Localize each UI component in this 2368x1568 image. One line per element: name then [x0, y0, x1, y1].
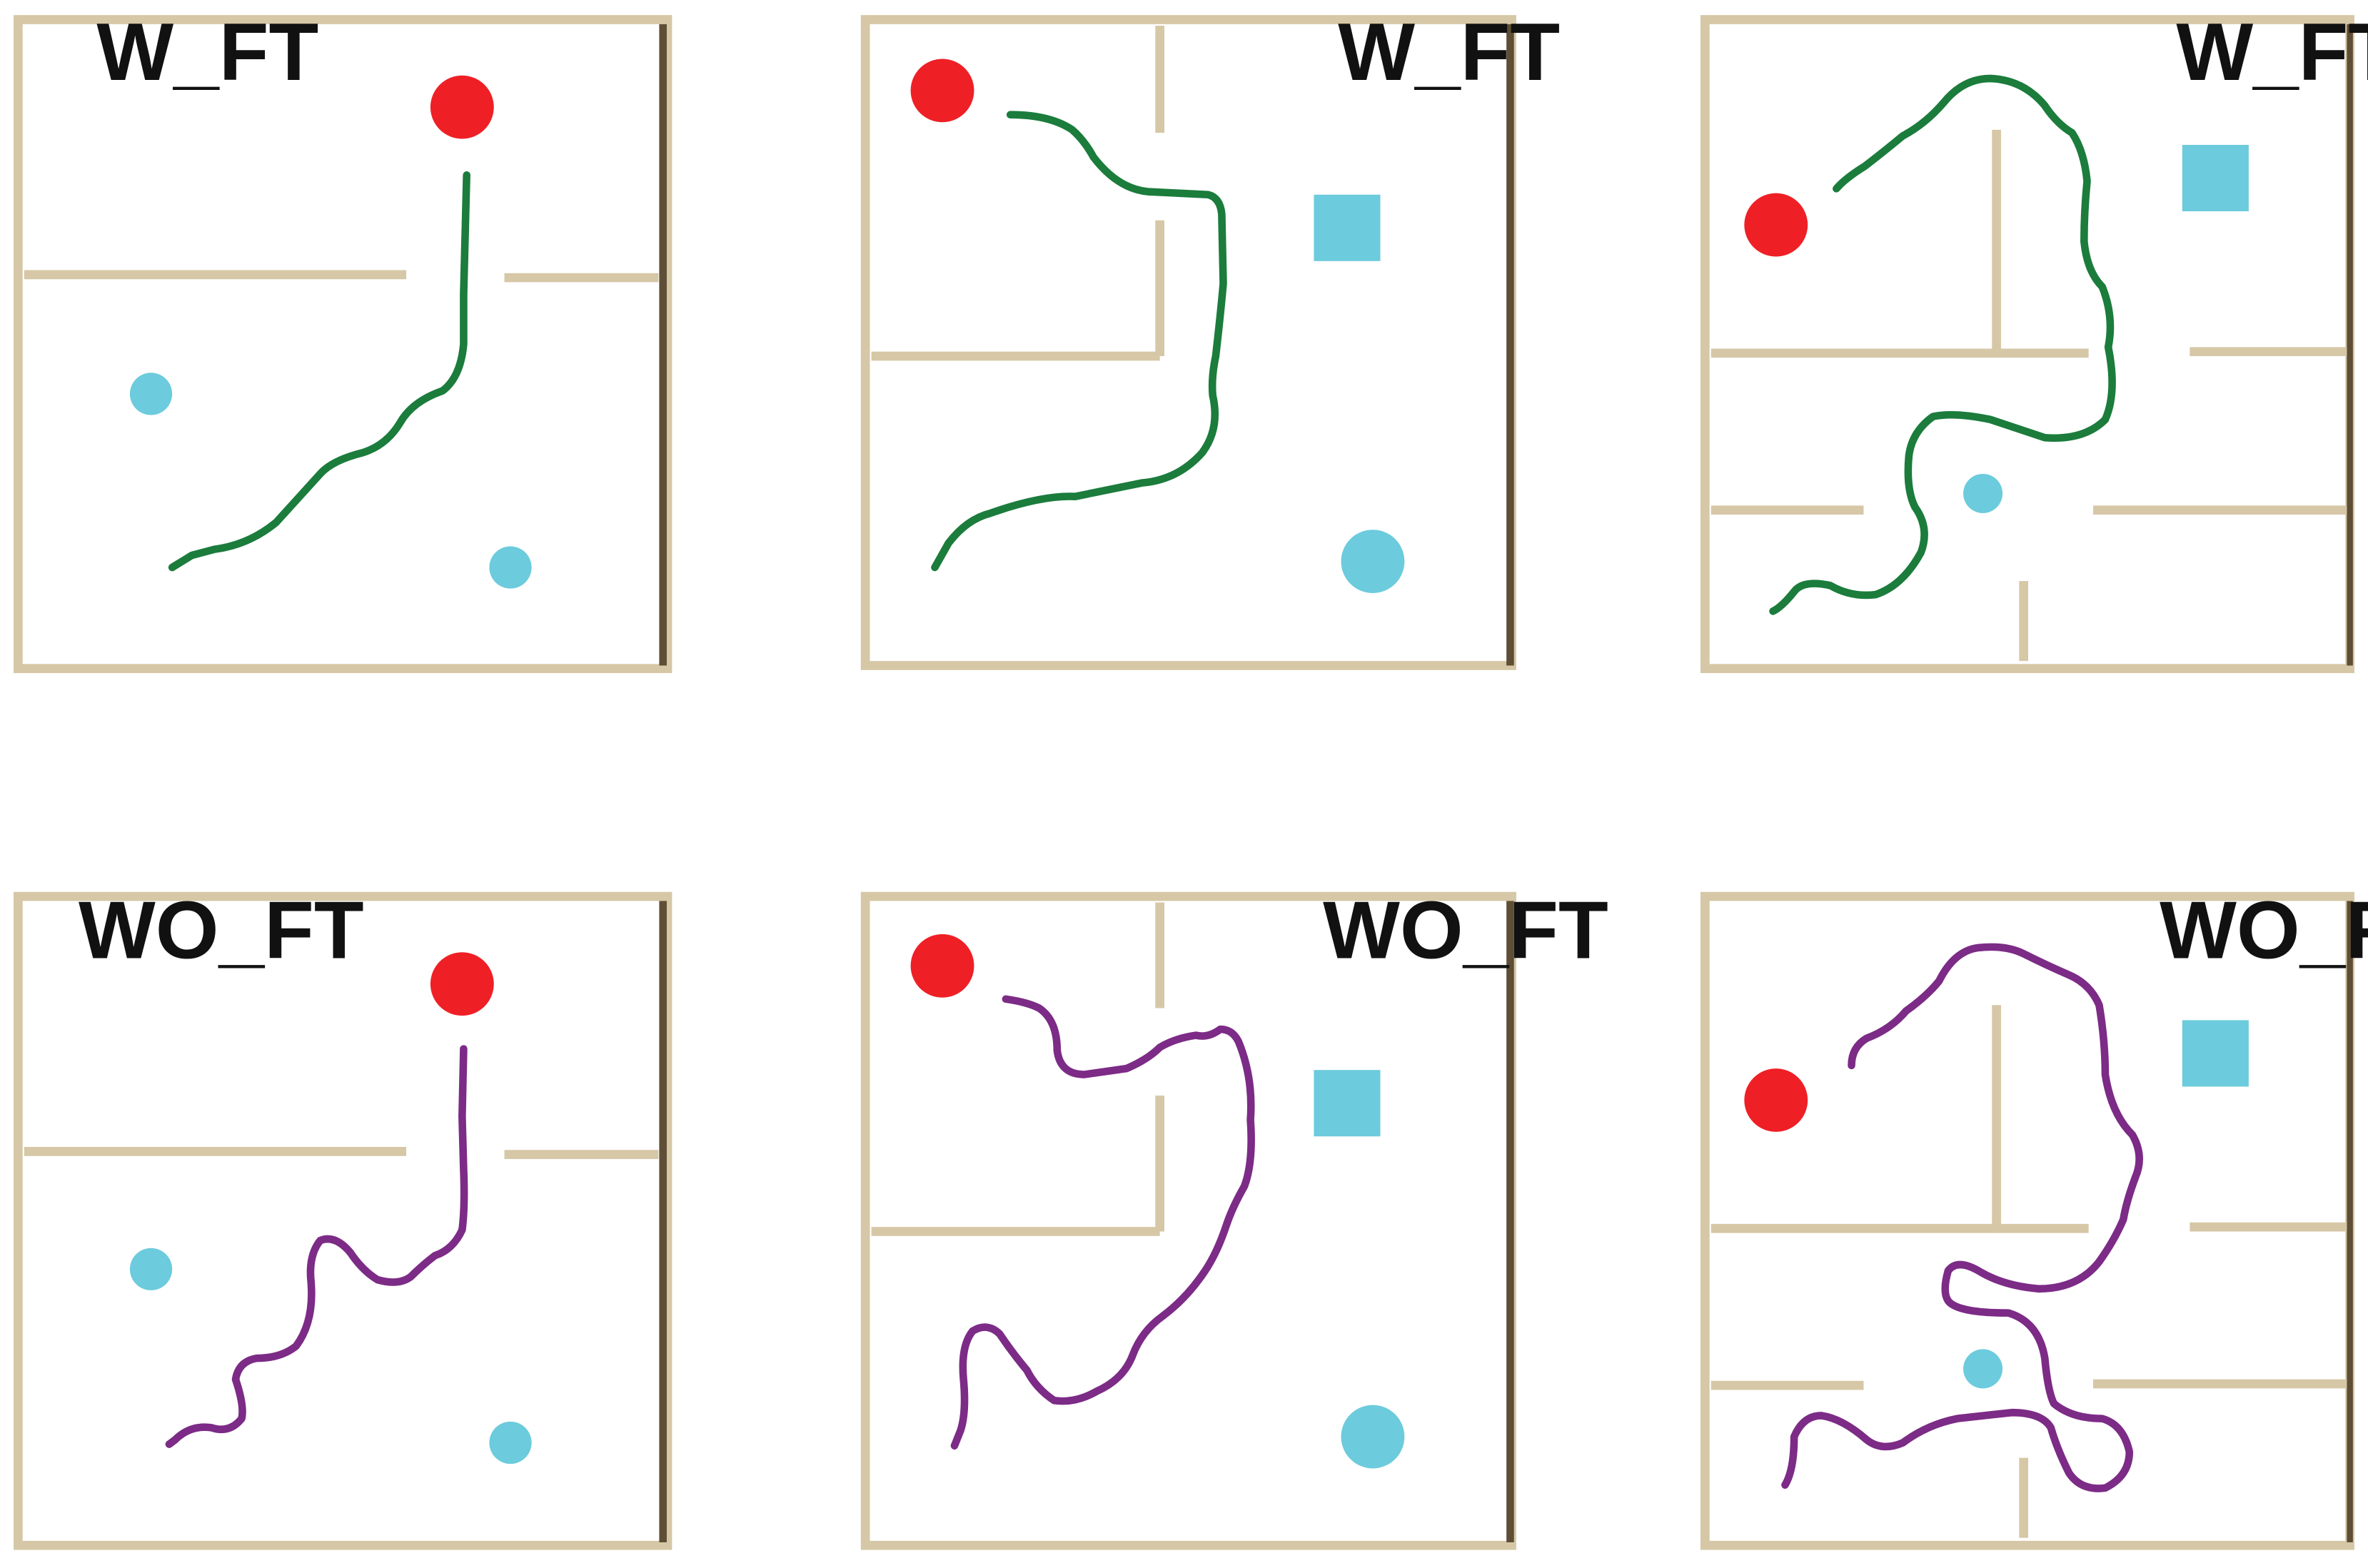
goal-marker [1341, 530, 1405, 594]
panel-label: WO_FT [79, 886, 364, 976]
trajectory-path [168, 171, 470, 572]
maze-walls [14, 891, 672, 1550]
maze-walls [14, 15, 672, 674]
goal-marker [1963, 473, 2003, 513]
panel-label: W_FT [96, 7, 318, 98]
trajectory-path [165, 1045, 468, 1448]
panel-label: W_FT [2176, 7, 2368, 98]
start-marker [1744, 1068, 1808, 1132]
trajectory-path [931, 111, 1227, 572]
goal-marker [2182, 144, 2249, 212]
panel-label: WO_FT [2160, 886, 2368, 976]
start-marker [430, 952, 494, 1016]
maze-walls [860, 15, 1516, 670]
maze-panel-4: WO_FT [14, 886, 672, 1550]
maze-panel-5: WO_FT [860, 886, 1608, 1550]
maze-walls [1700, 15, 2354, 674]
maze-walls [1700, 891, 2354, 1550]
goal-marker [129, 373, 173, 415]
goal-marker [129, 1248, 173, 1290]
goal-marker [489, 546, 532, 589]
start-marker [910, 59, 974, 123]
goal-marker [2182, 1020, 2249, 1087]
start-marker [430, 75, 494, 139]
trajectory-path [1769, 74, 2116, 615]
trajectory-path [950, 995, 1255, 1450]
goal-marker [1341, 1405, 1405, 1469]
goal-marker [1963, 1349, 2003, 1389]
goal-marker [1314, 1070, 1381, 1137]
maze-panel-3: W_FT [1700, 7, 2368, 674]
maze-panel-1: W_FT [14, 7, 672, 674]
goal-marker [489, 1421, 532, 1465]
goal-marker [1314, 194, 1381, 261]
panel-label: W_FT [1338, 7, 1560, 98]
maze-panel-2: W_FT [860, 7, 1560, 670]
maze-panel-6: WO_FT [1700, 886, 2368, 1550]
start-marker [1744, 193, 1808, 257]
panel-label: WO_FT [1323, 886, 1608, 976]
trajectory-path [1781, 943, 2143, 1492]
start-marker [910, 934, 974, 998]
maze-walls [860, 891, 1516, 1550]
